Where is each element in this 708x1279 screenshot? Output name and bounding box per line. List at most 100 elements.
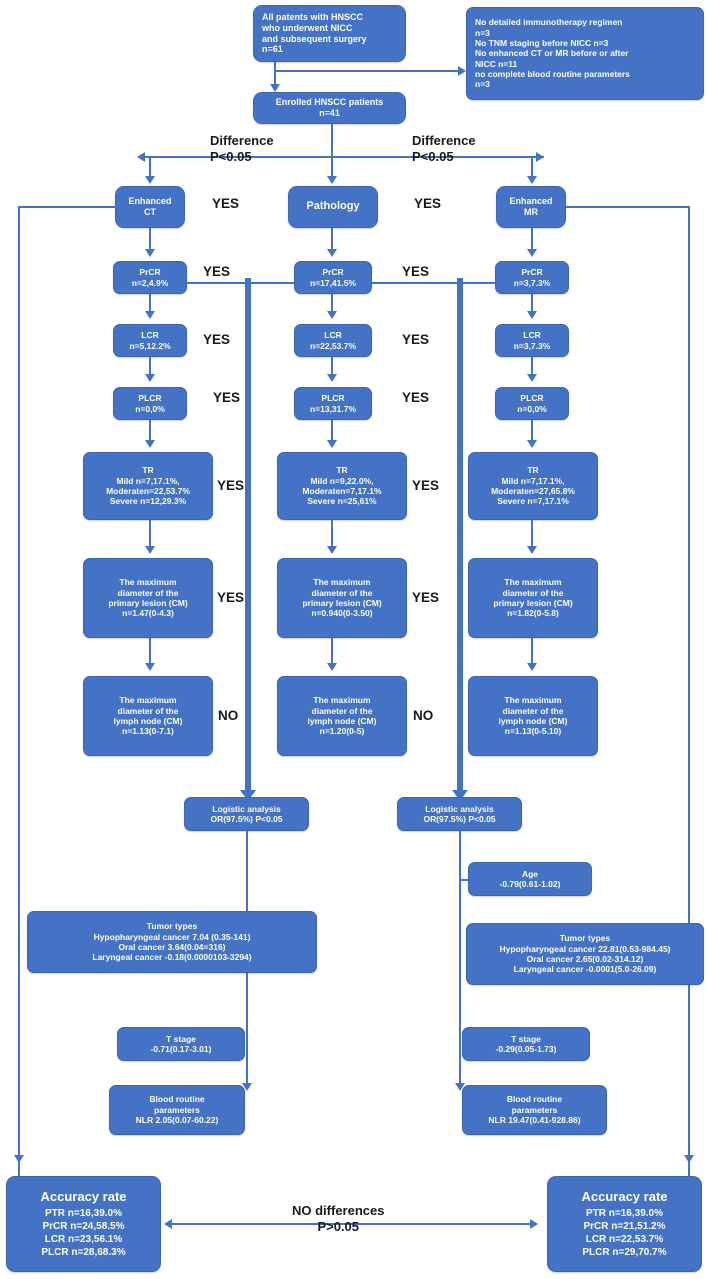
connector-pathology-prcr	[331, 228, 333, 251]
node-blood-left: Blood routine parameters NLR 2.05(0.07-6…	[109, 1085, 245, 1135]
arrow-mr-prcr-lcr	[527, 311, 537, 319]
connector-split-bar	[143, 156, 544, 158]
rail-ct-left-vertical	[18, 206, 20, 1182]
arrow-to-pathology	[327, 176, 337, 184]
arrow-split-right	[536, 152, 544, 162]
node-mr-tr: TR Mild n=7,17.1%, Moderaten=27,65.8% Se…	[468, 452, 598, 520]
branch-age-right	[459, 879, 471, 881]
spine-logistic-right	[459, 831, 461, 879]
label-difference-right: Difference P<0.05	[412, 133, 476, 165]
arrow-path-lcr-plcr	[327, 374, 337, 382]
arrow-ct-tr-primary	[145, 546, 155, 554]
label-yes-lcr-right: YES	[402, 332, 430, 347]
node-tumor-types-right: Tumor types Hypopharyngeal cancer 22.81(…	[466, 923, 704, 985]
node-blood-right: Blood routine parameters NLR 19.47(0.41-…	[462, 1085, 607, 1135]
rail-mr-right-vertical	[688, 206, 690, 1182]
node-pathology: Pathology	[288, 186, 378, 228]
arrow-ct-primary-lymph	[145, 663, 155, 671]
accuracy-left-rows: PTR n=16,39.0% PrCR n=24,58.5% LCR n=23,…	[41, 1208, 126, 1259]
label-yes-tr-right: YES	[412, 478, 440, 493]
node-mr-plcr: PLCR n=0,0%	[495, 387, 569, 420]
label-no-differences: NO differences P>0.05	[292, 1203, 385, 1235]
arrow-ct-lcr-plcr	[145, 374, 155, 382]
connector-mr-primary-lymph	[531, 638, 533, 665]
arrow-ct-plcr-tr	[145, 440, 155, 448]
node-logistic-left: Logistic analysis OR(97.5%) P<0.05	[184, 797, 309, 831]
connector-ct-plcr-tr	[149, 420, 151, 442]
cohort-box: All patents with HNSCC who underwent NIC…	[253, 5, 406, 62]
label-yes-ct-pathology: YES	[212, 196, 240, 211]
label-difference-left: Difference P<0.05	[210, 133, 274, 165]
arrow-to-mr	[527, 176, 537, 184]
node-mr-lcr: LCR n=3,7.3%	[495, 324, 569, 357]
arrow-path-tr-primary	[327, 546, 337, 554]
arrow-compare-left	[164, 1219, 172, 1229]
node-ct-lcr: LCR n=5,12.2%	[113, 324, 187, 357]
connector-rail-right-to-accuracy	[688, 1150, 690, 1182]
node-pathology-primary-lesion: The maximum diameter of the primary lesi…	[277, 558, 407, 638]
connector-accuracy-compare	[172, 1223, 536, 1225]
collector-bar-left-arrow	[240, 790, 256, 801]
label-yes-prcr-right: YES	[402, 264, 430, 279]
arrow-to-ct	[145, 176, 155, 184]
label-yes-plcr-left: YES	[213, 390, 241, 405]
arrow-mr-lcr-plcr	[527, 374, 537, 382]
node-pathology-tr: TR Mild n=9,22.0%, Moderaten=7,17.1% Sev…	[277, 452, 407, 520]
arrow-path-prcr-lcr	[327, 311, 337, 319]
node-tstage-right: T stage -0.29(0.05-1.73)	[462, 1027, 590, 1061]
arrow-split-left	[137, 152, 145, 162]
connector-path-prcr-lcr	[331, 294, 333, 313]
connector-mr-prcr-lcr	[531, 294, 533, 313]
connector-ct-tr-primary	[149, 520, 151, 548]
arrow-cohort-excluded	[458, 66, 466, 76]
collector-bar-right-arrow	[452, 790, 468, 801]
arrow-cohort-enrolled	[270, 84, 280, 92]
arrow-mr-plcr-tr	[527, 440, 537, 448]
label-yes-prcr-left: YES	[203, 264, 231, 279]
node-age-right: Age -0.79(0.61-1.02)	[468, 862, 592, 896]
connector-ct-primary-lymph	[149, 638, 151, 665]
label-yes-primary-left: YES	[217, 590, 245, 605]
connector-mr-tr-primary	[531, 520, 533, 548]
connector-path-tr-primary	[331, 520, 333, 548]
connector-path-primary-lymph	[331, 638, 333, 665]
node-ct-primary-lesion: The maximum diameter of the primary lesi…	[83, 558, 213, 638]
connector-to-pathology	[331, 156, 333, 178]
label-no-lymph-right: NO	[413, 708, 434, 723]
arrow-path-plcr-tr	[327, 440, 337, 448]
arrow-compare-right	[530, 1219, 538, 1229]
accuracy-left-title: Accuracy rate	[40, 1188, 127, 1204]
node-enhanced-mr: Enhanced MR	[496, 186, 566, 228]
connector-ct-prcr-lcr	[149, 294, 151, 313]
connector-rail-left-to-accuracy	[18, 1150, 20, 1182]
connector-enrolled-down	[331, 124, 333, 156]
arrow-accuracy-left	[14, 1155, 24, 1163]
link-pathprcr-bar	[372, 282, 495, 284]
enrolled-box: Enrolled HNSCC patients n=41	[253, 92, 406, 124]
link-ctprcr-bar	[187, 282, 294, 284]
node-mr-prcr: PrCR n=3,7.3%	[495, 261, 569, 294]
node-ct-lymph-node: The maximum diameter of the lymph node (…	[83, 676, 213, 756]
arrow-pathology-prcr	[327, 249, 337, 257]
label-yes-pathology-mr: YES	[414, 196, 442, 211]
accuracy-right-title: Accuracy rate	[581, 1188, 668, 1204]
arrow-ct-prcr	[145, 249, 155, 257]
node-accuracy-left: Accuracy rate PTR n=16,39.0% PrCR n=24,5…	[6, 1176, 161, 1272]
accuracy-right-rows: PTR n=16,39.0% PrCR n=21,51.2% LCR n=22,…	[582, 1208, 667, 1259]
label-yes-plcr-right: YES	[402, 390, 430, 405]
label-yes-lcr-left: YES	[203, 332, 231, 347]
node-tumor-types-left: Tumor types Hypopharyngeal cancer 7.04 (…	[27, 911, 317, 973]
arrow-spine-right-end	[455, 1083, 465, 1091]
label-no-lymph-left: NO	[218, 708, 239, 723]
arrow-path-primary-lymph	[327, 663, 337, 671]
arrow-mr-primary-lymph	[527, 663, 537, 671]
collector-bar-left	[245, 278, 251, 794]
node-tstage-left: T stage -0.71(0.17-3.01)	[117, 1027, 245, 1061]
node-accuracy-right: Accuracy rate PTR n=16,39.0% PrCR n=21,5…	[547, 1176, 702, 1272]
node-mr-lymph-node: The maximum diameter of the lymph node (…	[468, 676, 598, 756]
node-enhanced-ct: Enhanced CT	[115, 186, 185, 228]
label-yes-tr-left: YES	[217, 478, 245, 493]
connector-to-mr	[531, 156, 533, 178]
connector-mr-lcr-plcr	[531, 357, 533, 376]
connector-path-lcr-plcr	[331, 357, 333, 376]
